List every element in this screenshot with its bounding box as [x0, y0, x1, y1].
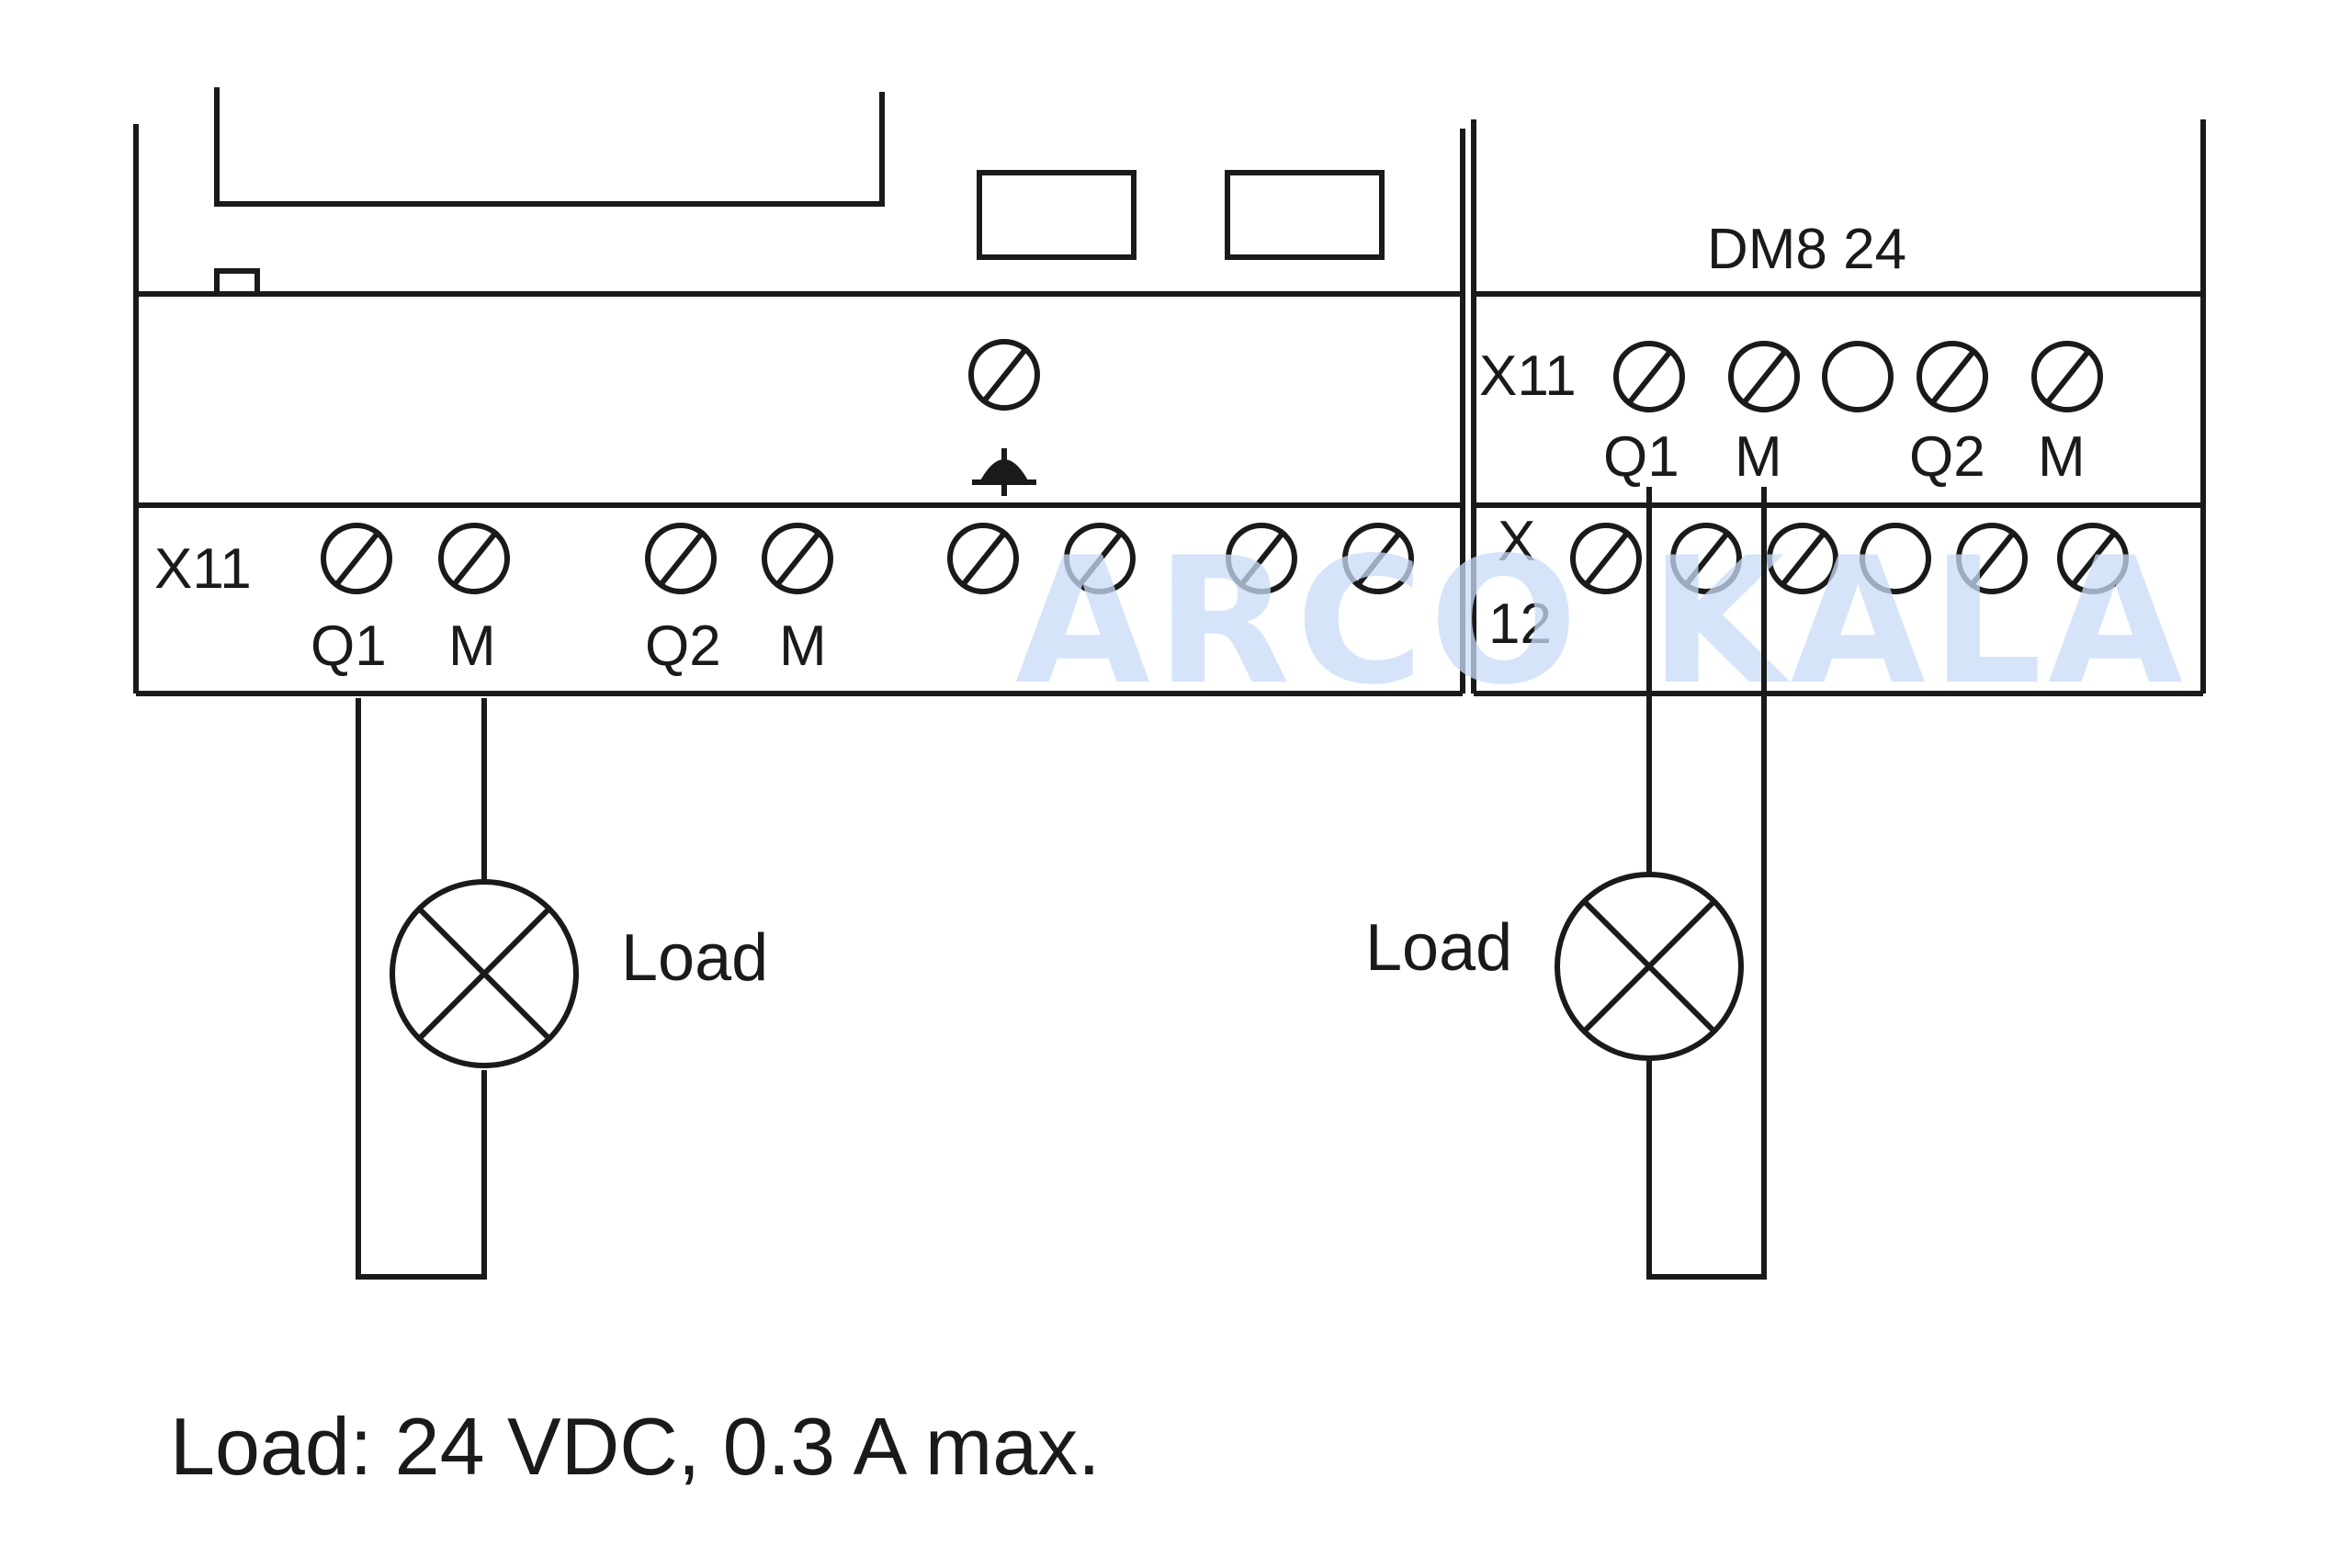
- terminal-screw: [2057, 523, 2129, 594]
- module-name: DM8 24: [1707, 218, 1906, 281]
- load-circuit-2: [1555, 487, 1767, 1280]
- expansion-bottom-terminal-row: [1570, 523, 2129, 594]
- terminal-screw: [2031, 341, 2103, 412]
- expansion-module: [1471, 119, 2206, 696]
- terminal-screw: [1670, 523, 1742, 594]
- base-terminal-row: [321, 523, 1414, 594]
- terminal-screw: [1570, 523, 1642, 594]
- lamp-icon: [1555, 872, 1744, 1061]
- terminal-screw: [1728, 341, 1800, 412]
- lamp-icon: [390, 879, 579, 1068]
- terminal-label-q1: Q1: [1603, 425, 1679, 489]
- terminal-screw: [1064, 523, 1136, 594]
- earth-terminal: [968, 339, 1040, 411]
- tab-notch: [214, 268, 260, 297]
- terminal-label-q1: Q1: [311, 615, 387, 678]
- terminal-screw: [1342, 523, 1414, 594]
- load-label: Load: [621, 921, 768, 995]
- terminal-screw: [438, 523, 510, 594]
- earth-icon: [972, 448, 1036, 496]
- terminal-screw: [1613, 341, 1685, 412]
- expansion-bottom-connector-number: 12: [1488, 592, 1552, 656]
- terminal-label-m: M: [1735, 425, 1782, 489]
- base-connector-label: X11: [154, 537, 252, 601]
- terminal-screw: [947, 523, 1019, 594]
- load-specification: Load: 24 VDC, 0.3 A max.: [170, 1401, 1101, 1492]
- terminal-screw: [1917, 341, 1988, 412]
- terminal-screw: [1226, 523, 1297, 594]
- terminal-label-m: M: [779, 615, 827, 678]
- display-window: [214, 87, 885, 207]
- module-slot-2: [1225, 170, 1385, 260]
- terminal-label-q2: Q2: [1909, 425, 1985, 489]
- terminal-screw: [321, 523, 392, 594]
- load-label: Load: [1365, 911, 1512, 985]
- expansion-bottom-connector-label: X: [1498, 510, 1535, 573]
- terminal-label-m: M: [2038, 425, 2086, 489]
- terminal-screw: [762, 523, 833, 594]
- terminal-label-m: M: [448, 615, 496, 678]
- expansion-top-terminal-row: [1613, 341, 2103, 412]
- module-slot-1: [977, 170, 1136, 260]
- base-module: [133, 87, 1465, 696]
- load-circuit-1: [356, 698, 579, 1280]
- terminal-screw: [1767, 523, 1838, 594]
- terminal-empty: [1822, 341, 1894, 412]
- terminal-screw: [1956, 523, 2028, 594]
- terminal-screw: [645, 523, 717, 594]
- terminal-label-q2: Q2: [645, 615, 721, 678]
- watermark: ARCO KALA: [1015, 520, 2188, 723]
- terminal-empty: [1860, 523, 1931, 594]
- expansion-top-connector-label: X11: [1479, 344, 1577, 408]
